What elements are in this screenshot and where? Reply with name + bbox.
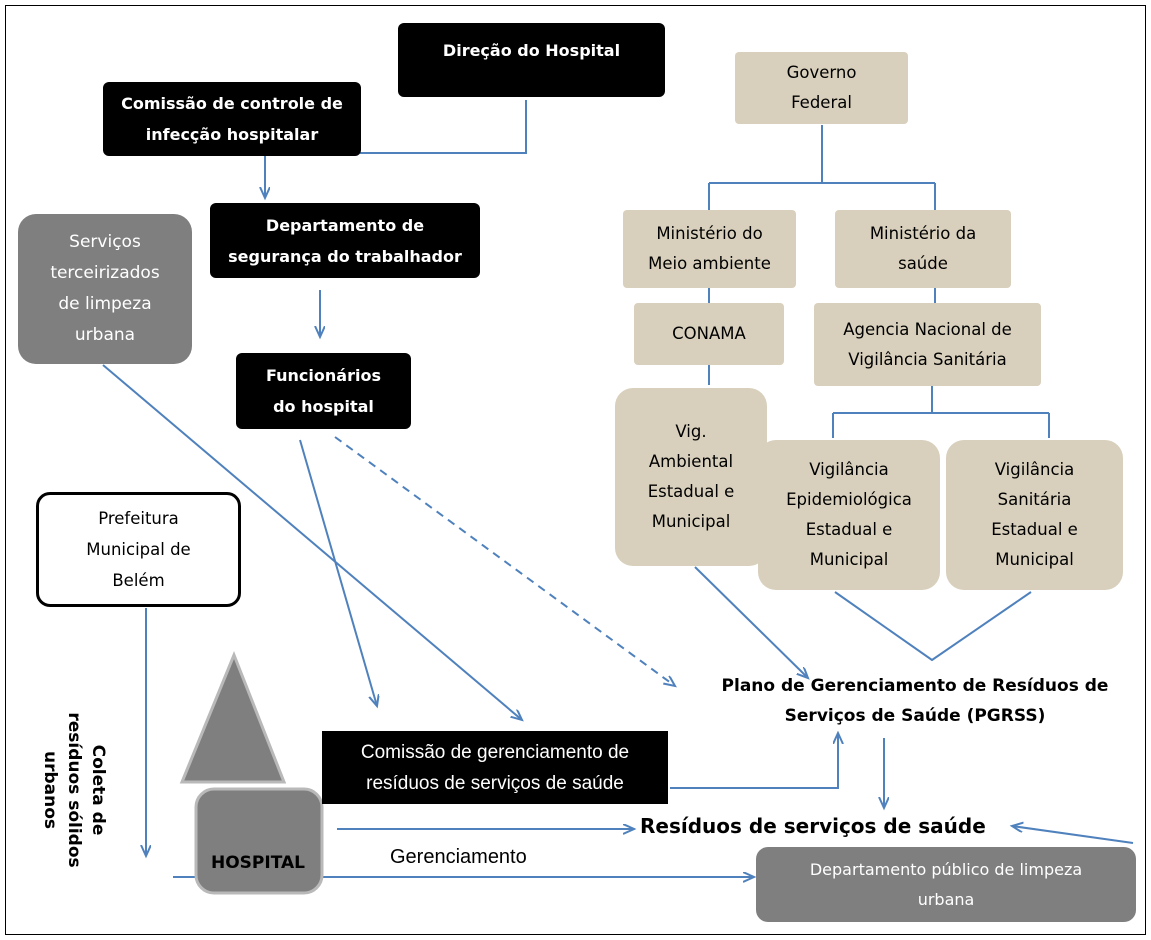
node-prefeitura: Prefeitura Municipal de Belém <box>36 492 241 607</box>
arrow-comissao-gerenciamento-pgrss <box>670 733 838 789</box>
node-comissao-gerenciamento: Comissão de gerenciamento de resíduos de… <box>322 731 668 804</box>
arrow-funcionarios-pgrss-dashed <box>334 436 675 686</box>
node-conama: CONAMA <box>634 303 784 365</box>
label-gerenciamento: Gerenciamento <box>390 846 527 868</box>
node-servicos-terceirizados: Serviços terceirizados de limpeza urbana <box>18 214 192 364</box>
node-comissao-infeccao: Comissão de controle de infecção hospita… <box>103 82 361 156</box>
node-vig-sanitaria: Vigilância Sanitária Estadual e Municipa… <box>946 440 1123 590</box>
connector-vigilancias-pgrss <box>834 591 1032 662</box>
arrow-departamento-publico-residuos <box>1012 826 1134 844</box>
hospital-building-shape <box>194 787 324 895</box>
hospital-label: HOSPITAL <box>211 853 305 873</box>
node-departamento-seguranca: Departamento de segurança do trabalhador <box>210 203 480 278</box>
node-pgrss: Plano de Gerenciamento de Resíduos de Se… <box>721 676 1109 726</box>
node-departamento-publico: Departamento público de limpeza urbana <box>756 847 1136 922</box>
diagram-frame <box>5 5 1146 935</box>
node-vig-epidemiologica: Vigilância Epidemiológica Estadual e Mun… <box>758 440 940 590</box>
connector-direcao-comissao <box>360 100 527 154</box>
node-ministerio-meio-ambiente: Ministério do Meio ambiente <box>623 210 796 288</box>
node-residuos: Resíduos de serviços de saúde <box>640 814 986 838</box>
label-coleta-residuos: Coleta de resíduos sólidos urbanos <box>40 712 108 868</box>
arrow-servicos-comissao-gerenciamento <box>102 364 522 720</box>
node-anvisa: Agencia Nacional de Vigilância Sanitária <box>814 303 1041 386</box>
node-funcionarios: Funcionários do hospital <box>236 353 411 429</box>
node-vig-ambiental: Vig. Ambiental Estadual e Municipal <box>615 388 767 566</box>
node-ministerio-saude: Ministério da saúde <box>835 210 1011 288</box>
node-direcao-hospital: Direção do Hospital <box>398 23 665 97</box>
node-governo-federal: Governo Federal <box>735 52 908 124</box>
arrow-funcionarios-comissao-gerenciamento <box>299 439 377 706</box>
hospital-roof-shape <box>179 650 287 784</box>
arrow-vig-ambiental-pgrss <box>694 566 808 678</box>
